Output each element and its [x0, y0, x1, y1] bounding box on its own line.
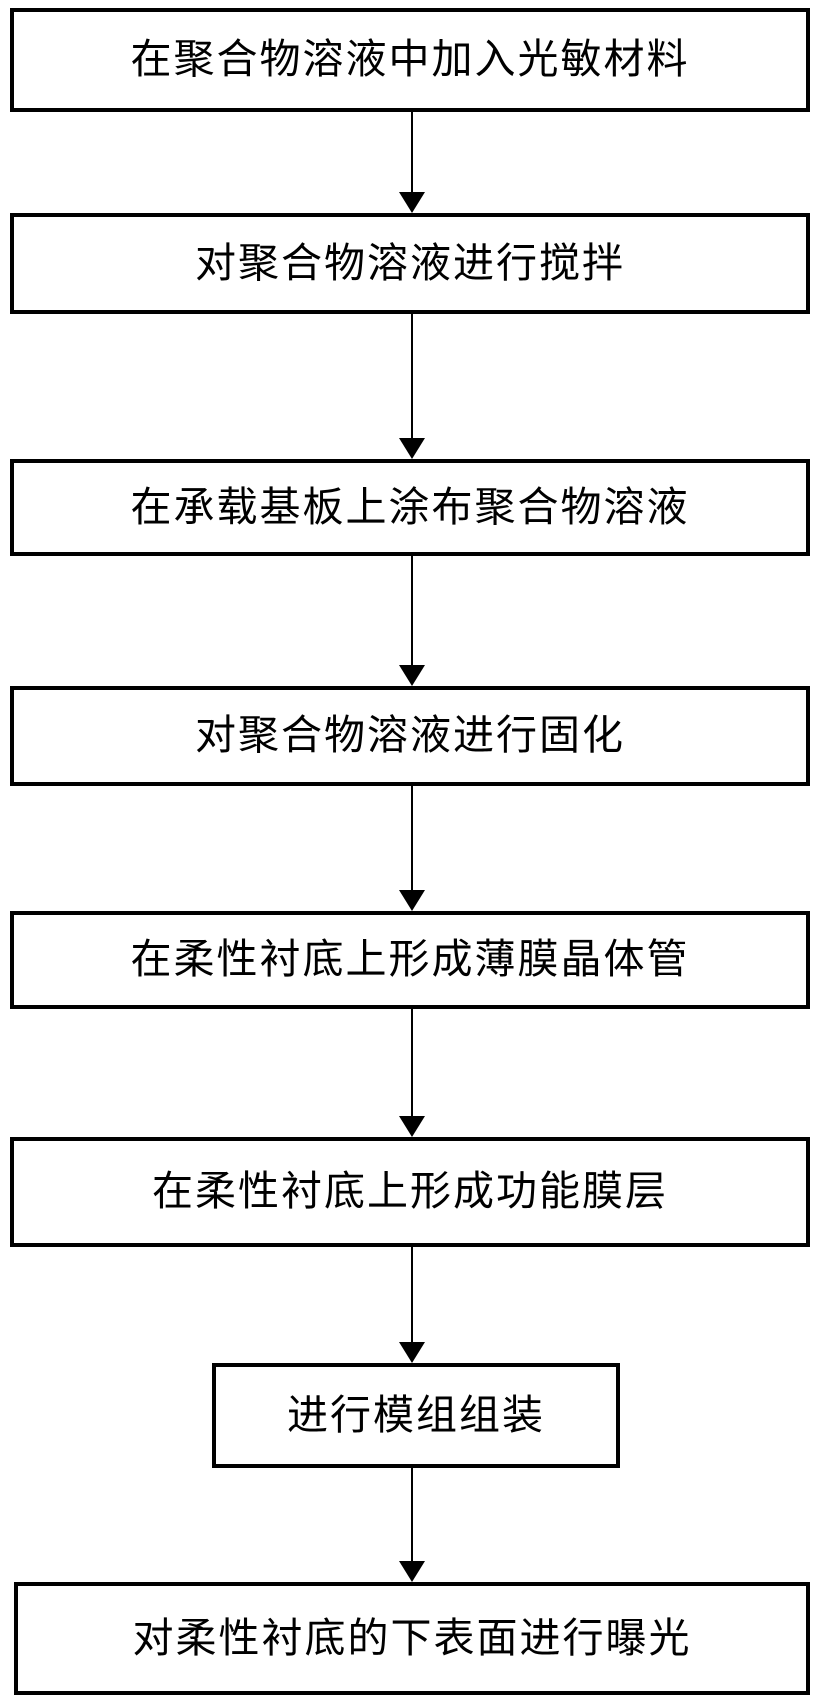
- flow-node-step-5: 在柔性衬底上形成薄膜晶体管: [10, 911, 810, 1009]
- arrowhead-down-icon: [399, 1116, 425, 1137]
- flow-connector-6-7: [399, 1247, 425, 1363]
- connector-line: [411, 314, 413, 438]
- flow-node-step-7: 进行模组组装: [212, 1363, 620, 1468]
- connector-line: [411, 556, 413, 665]
- connector-line: [411, 1009, 413, 1116]
- connector-line: [411, 112, 413, 192]
- flow-node-label: 在承载基板上涂布聚合物溶液: [130, 482, 690, 531]
- flow-node-label: 对柔性衬底的下表面进行曝光: [132, 1613, 692, 1662]
- flow-connector-3-4: [399, 556, 425, 686]
- arrowhead-down-icon: [399, 1342, 425, 1363]
- arrowhead-down-icon: [399, 890, 425, 911]
- flow-node-label: 在柔性衬底上形成功能膜层: [152, 1167, 668, 1216]
- flow-node-step-3: 在承载基板上涂布聚合物溶液: [10, 459, 810, 556]
- flow-node-label: 在柔性衬底上形成薄膜晶体管: [130, 935, 690, 984]
- flow-node-label: 对聚合物溶液进行搅拌: [195, 238, 625, 287]
- flow-connector-5-6: [399, 1009, 425, 1137]
- arrowhead-down-icon: [399, 665, 425, 686]
- flow-node-label: 对聚合物溶液进行固化: [195, 711, 625, 760]
- flow-connector-7-8: [399, 1468, 425, 1582]
- connector-line: [411, 1468, 413, 1561]
- connector-line: [411, 786, 413, 890]
- flow-connector-4-5: [399, 786, 425, 911]
- flow-node-step-4: 对聚合物溶液进行固化: [10, 686, 810, 786]
- arrowhead-down-icon: [399, 1561, 425, 1582]
- flow-node-step-2: 对聚合物溶液进行搅拌: [10, 213, 810, 314]
- flow-connector-2-3: [399, 314, 425, 459]
- arrowhead-down-icon: [399, 192, 425, 213]
- flow-node-step-6: 在柔性衬底上形成功能膜层: [10, 1137, 810, 1247]
- connector-line: [411, 1247, 413, 1342]
- flow-node-label: 在聚合物溶液中加入光敏材料: [130, 35, 690, 84]
- flow-node-label: 进行模组组装: [287, 1390, 545, 1439]
- flow-node-step-1: 在聚合物溶液中加入光敏材料: [10, 8, 810, 112]
- flow-node-step-8: 对柔性衬底的下表面进行曝光: [14, 1582, 810, 1695]
- arrowhead-down-icon: [399, 438, 425, 459]
- flow-connector-1-2: [399, 112, 425, 213]
